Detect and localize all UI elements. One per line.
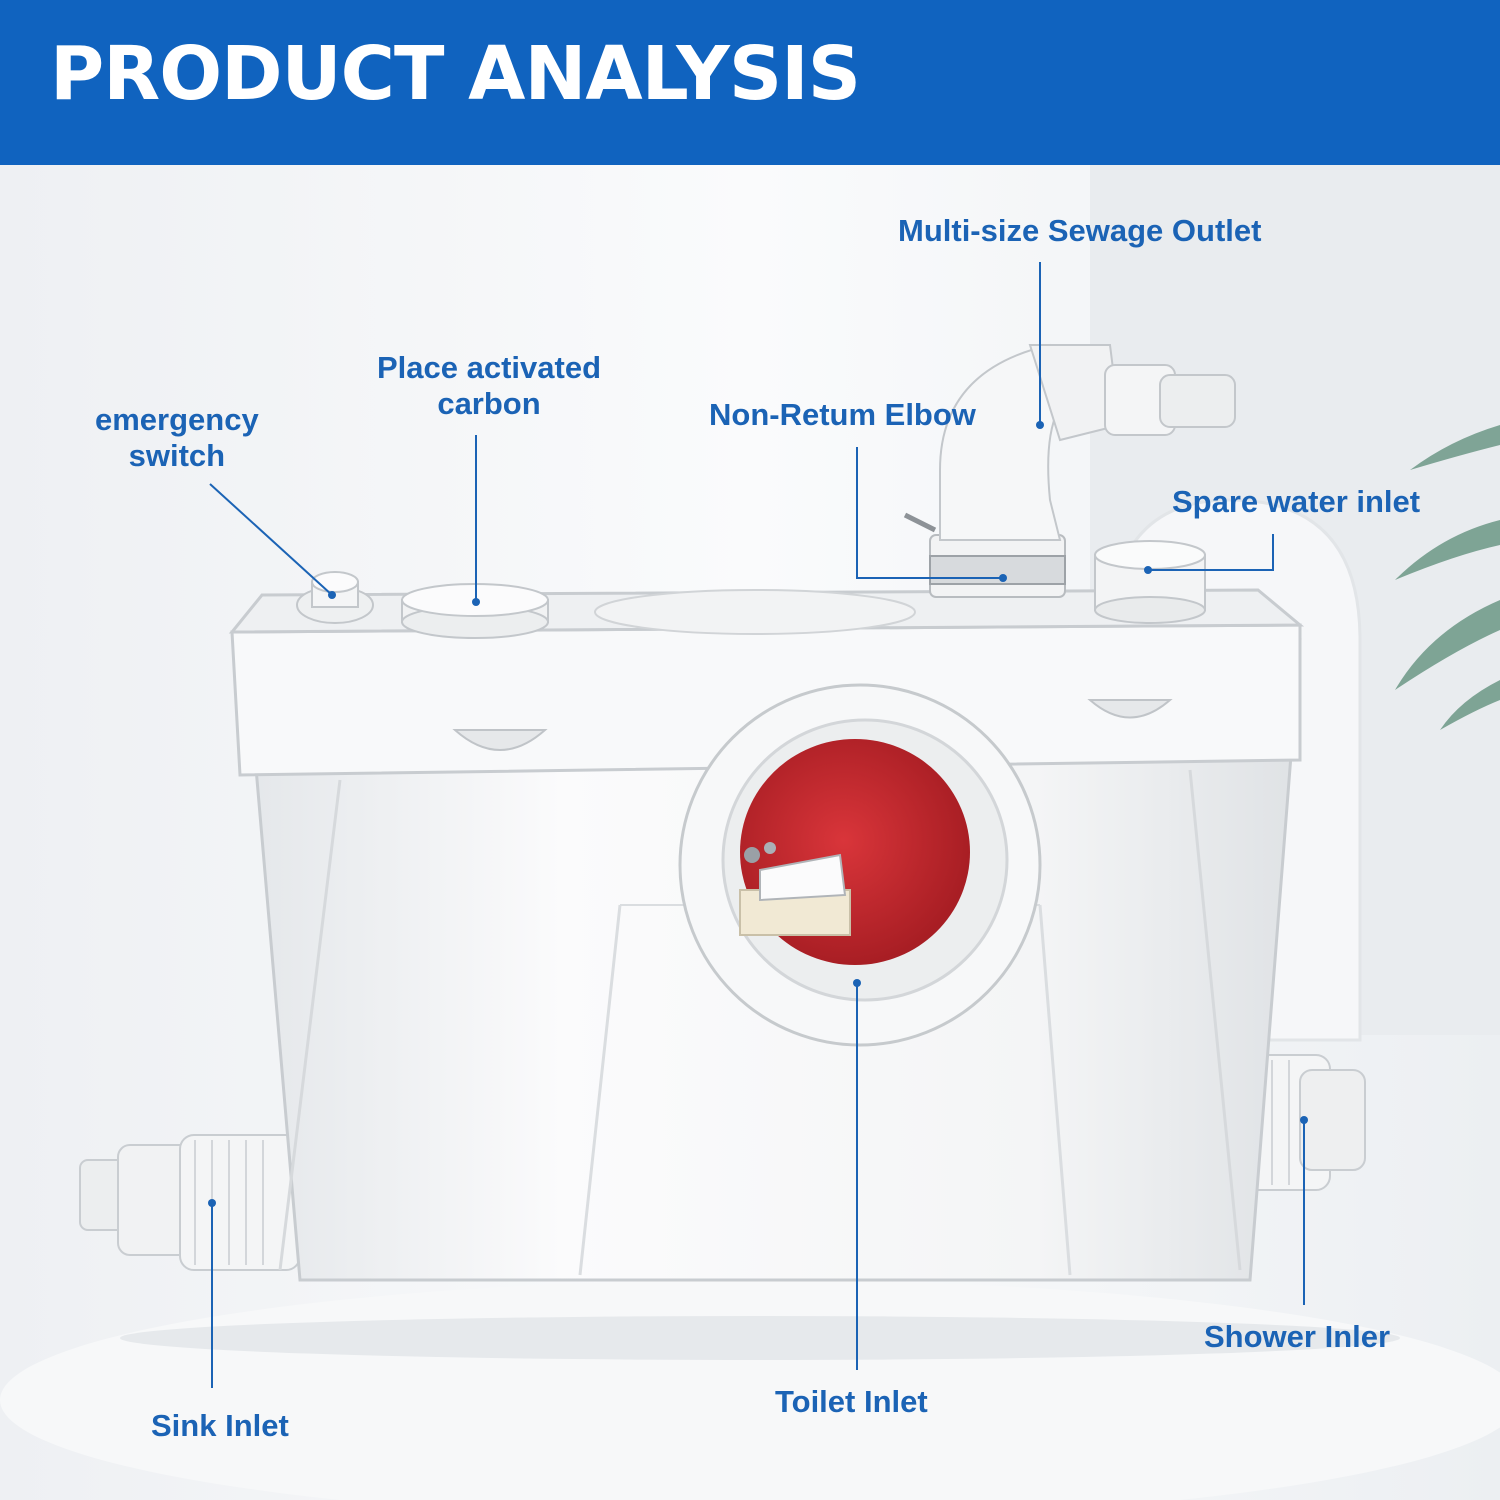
label-toilet-inlet: Toilet Inlet bbox=[775, 1384, 928, 1419]
plant-leaves-icon bbox=[1395, 425, 1500, 730]
header-banner: PRODUCT ANALYSIS bbox=[0, 0, 1500, 165]
label-sink-inlet: Sink Inlet bbox=[151, 1408, 289, 1443]
leader-line-elbow bbox=[856, 447, 1003, 579]
non-return-elbow-part bbox=[903, 343, 1236, 598]
label-elbow: Non-Retum Elbow bbox=[709, 397, 976, 432]
label-shower-inlet: Shower Inler bbox=[1204, 1319, 1391, 1354]
toilet-inlet-part bbox=[678, 683, 1042, 1047]
pedestal-shadow bbox=[120, 1316, 1400, 1360]
label-carbon: Place activated carbon bbox=[377, 350, 602, 421]
spare-inlet-part bbox=[1094, 540, 1206, 624]
leader-lines bbox=[209, 262, 1305, 1388]
label-sewage-outlet: Multi-size Sewage Outlet bbox=[898, 213, 1262, 248]
carbon-cap-part bbox=[401, 583, 549, 639]
product-scene bbox=[0, 165, 1500, 1500]
leader-line-switch bbox=[209, 483, 333, 596]
label-emergency-switch: emergency switch bbox=[95, 402, 259, 473]
label-spare-inlet: Spare water inlet bbox=[1172, 484, 1421, 519]
leader-line-spare bbox=[1148, 534, 1274, 571]
sink-inlet-pipe bbox=[79, 1134, 301, 1271]
page-title: PRODUCT ANALYSIS bbox=[50, 31, 861, 117]
leader-dots bbox=[208, 421, 1308, 1207]
